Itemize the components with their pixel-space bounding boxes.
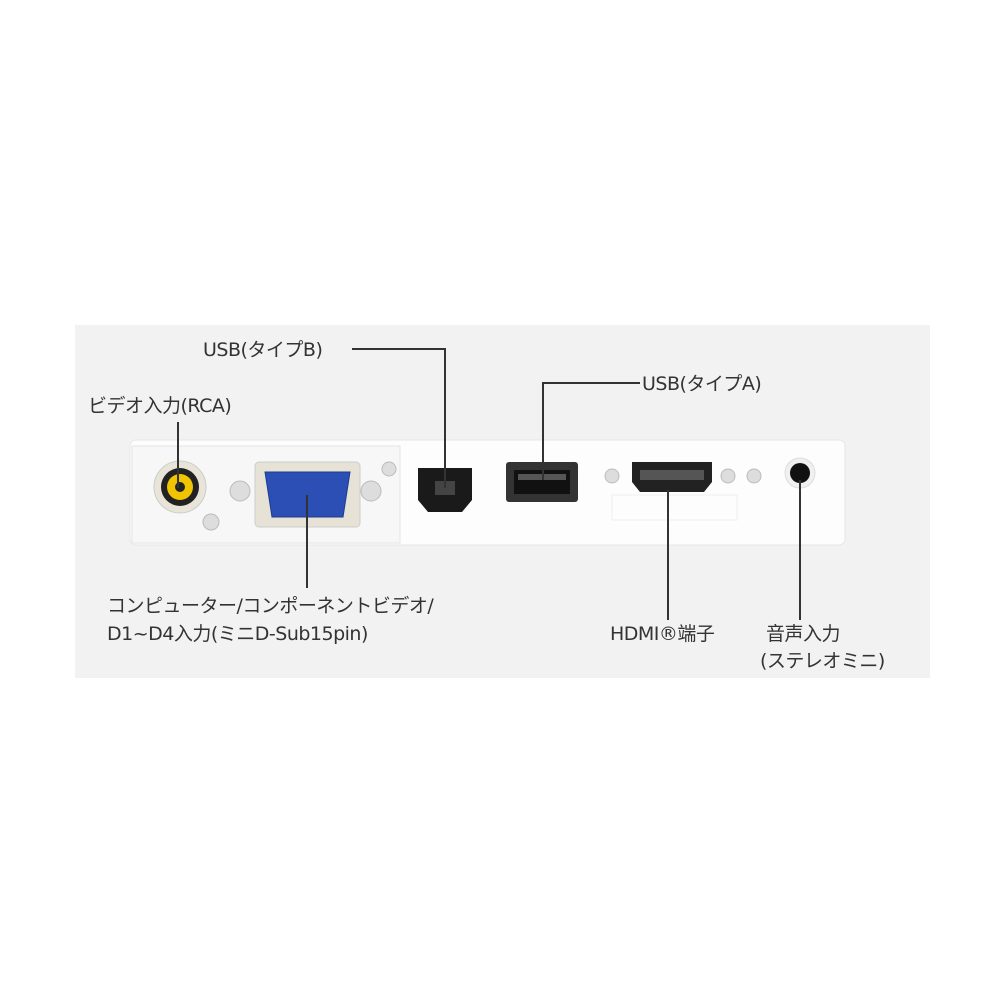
label-usb-a: USB(タイプA): [642, 373, 761, 395]
hdmi-port: [604, 462, 762, 521]
label-computer-line1: コンピューター/コンポーネントビデオ/: [107, 595, 434, 617]
leader-lines: [177, 348, 801, 620]
audio-jack: [784, 457, 816, 489]
label-video-input: ビデオ入力(RCA): [88, 395, 231, 417]
label-audio-line1: 音声入力: [766, 623, 840, 645]
rca-port: [153, 460, 220, 531]
vga-port: [229, 461, 397, 528]
label-hdmi: HDMI®端子: [610, 623, 715, 645]
label-usb-b: USB(タイプB): [203, 339, 322, 361]
label-audio-line2: (ステレオミニ): [760, 650, 885, 672]
label-computer-line2: D1~D4入力(ミニD-Sub15pin): [107, 623, 368, 645]
